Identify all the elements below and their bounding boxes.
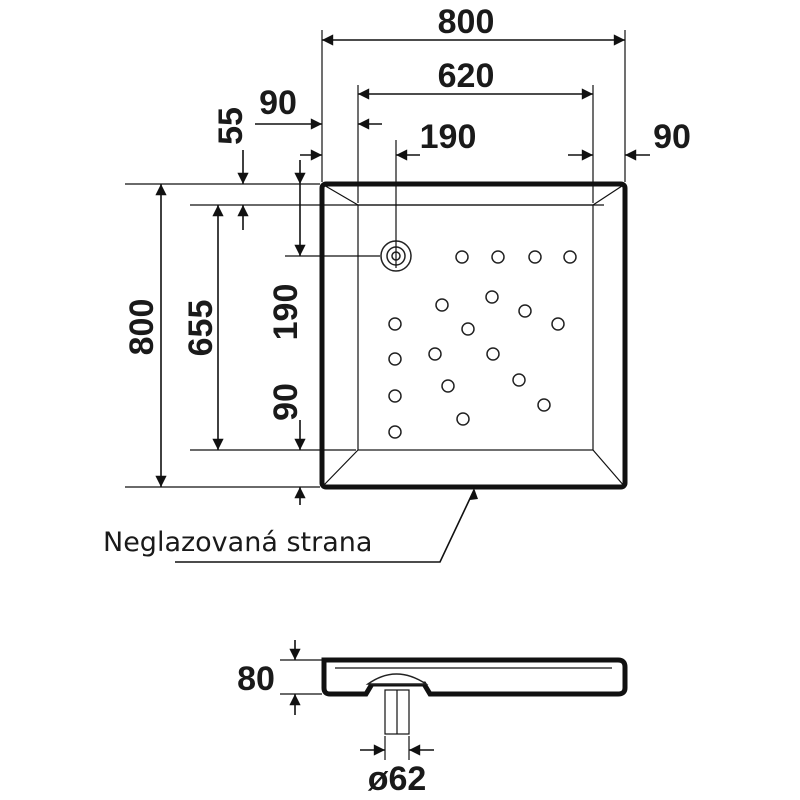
top-view: 800 620 90 190 90 55 800 655 [103,3,691,563]
dim-620: 620 [438,57,495,95]
dim-90-right: 90 [653,118,691,156]
dim-drain-diameter: ø62 [368,760,427,798]
dim-655: 655 [182,300,220,357]
tray-profile [321,657,628,697]
dim-top-800: 800 [438,3,495,41]
tray-outline [319,181,628,490]
bevel-line [592,183,626,206]
bevel-line [321,449,359,488]
caption-leader [175,489,475,563]
caption-leader-arrow [470,488,478,500]
dim-190-y: 190 [267,284,305,341]
dim-90-left: 90 [259,84,297,122]
anti-slip-dots [388,250,577,439]
side-view: 80 ø62 [237,640,628,798]
caption-unglazed-side: Neglazovaná strana [103,527,372,558]
dim-90-bottom: 90 [267,383,305,421]
dim-55: 55 [212,107,250,145]
bevel-line [321,183,359,206]
dim-left-800: 800 [123,299,161,356]
drain-section-icon [365,673,429,735]
dim-80: 80 [237,660,275,698]
bevel-line [592,449,626,488]
dim-190-x: 190 [420,118,477,156]
